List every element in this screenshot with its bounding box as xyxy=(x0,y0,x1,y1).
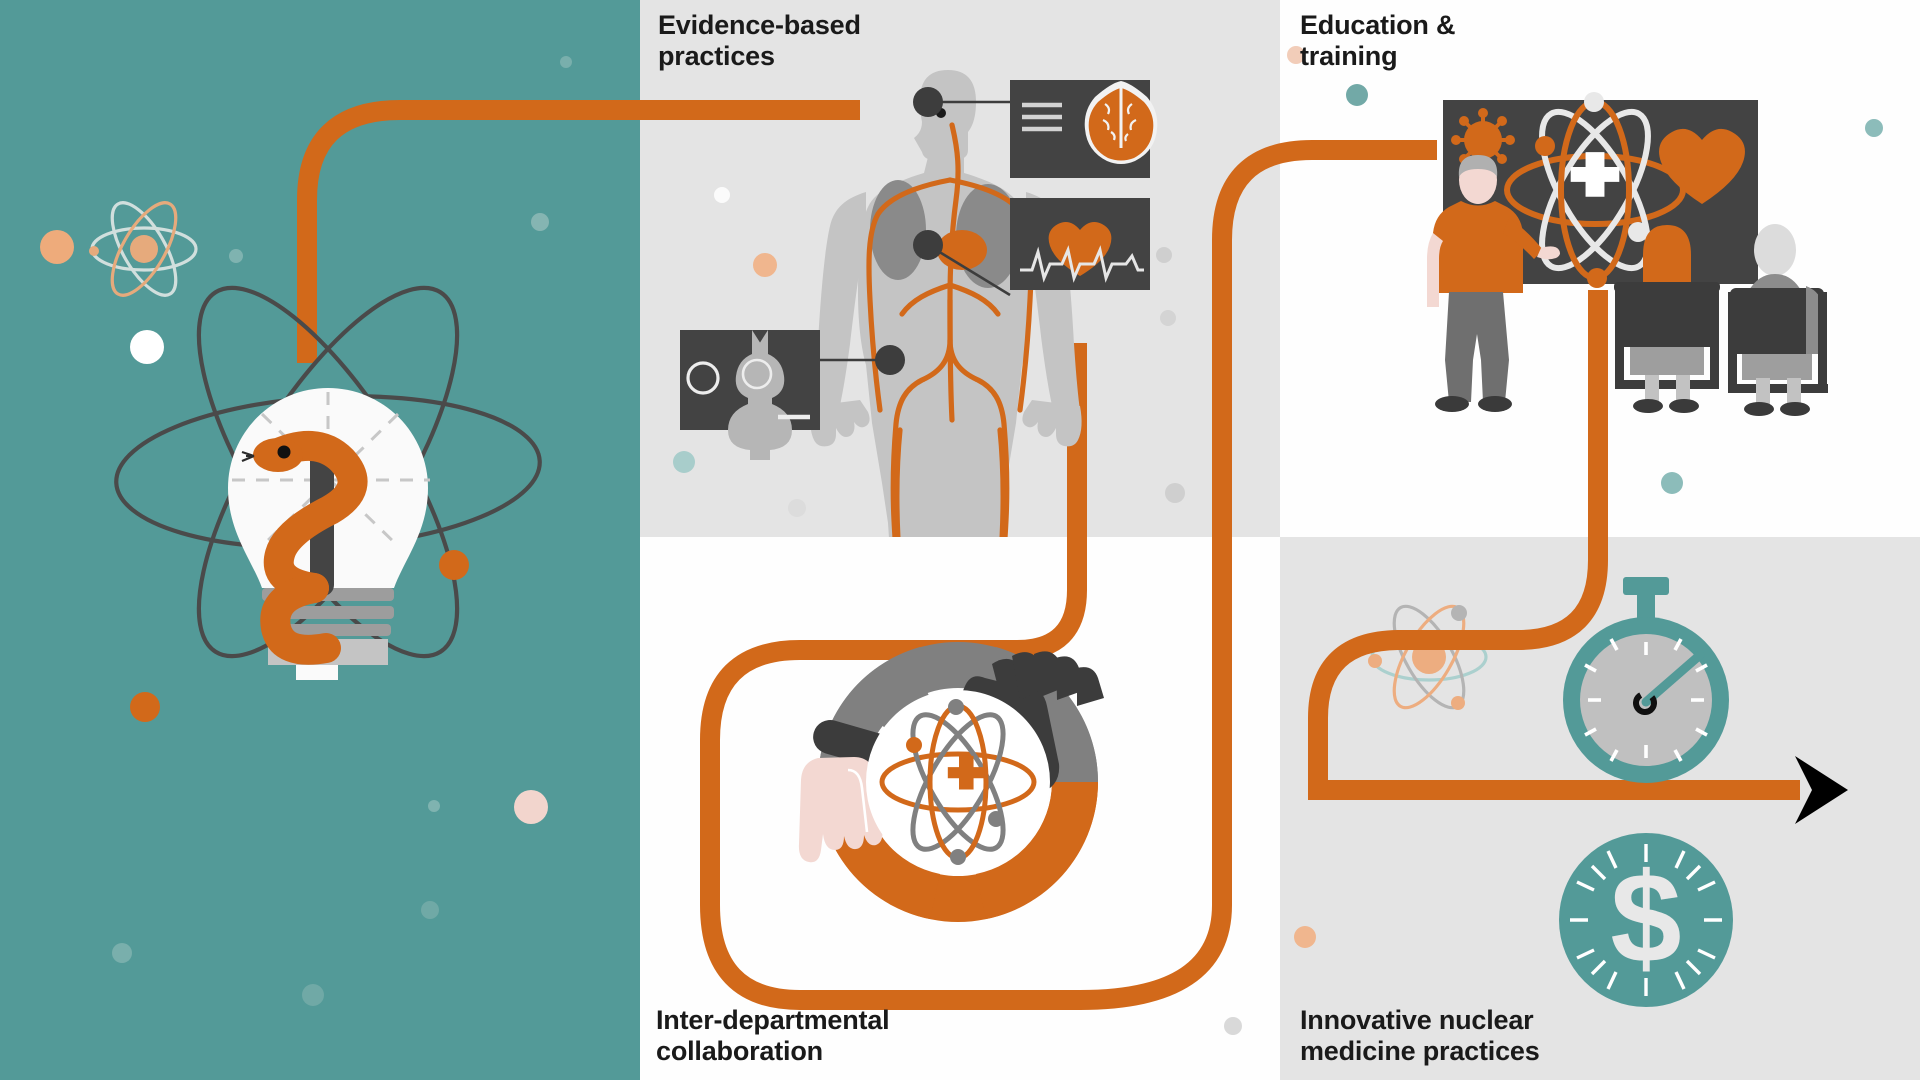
lightbulb-asclepius-icon xyxy=(114,285,542,722)
innovation-illustration: $ xyxy=(1559,577,1733,1007)
connector-collaboration-to-education xyxy=(1079,140,1437,1010)
callout-node-heart xyxy=(913,230,943,260)
decor-dot xyxy=(40,230,74,264)
education-illustration xyxy=(1427,92,1828,416)
decor-dot xyxy=(1865,119,1883,137)
student-figure-icon-1 xyxy=(1614,225,1720,413)
dollar-coin-icon: $ xyxy=(1559,833,1733,1007)
evidence-panel-label: Evidence-based practices xyxy=(658,10,861,72)
decor-dot xyxy=(1661,472,1683,494)
decor-dot xyxy=(1160,310,1176,326)
callout-node-knee xyxy=(875,345,905,375)
decorative-dots xyxy=(40,46,1883,1035)
decor-dot xyxy=(1294,926,1316,948)
arrow-right-icon xyxy=(1795,756,1848,824)
teacher-figure-icon xyxy=(1427,155,1560,412)
decor-dot xyxy=(1165,483,1185,503)
flow-connectors xyxy=(297,100,860,363)
decor-dot xyxy=(112,943,132,963)
decor-dot xyxy=(428,800,440,812)
atom-icon-source-bg xyxy=(89,201,198,297)
bone-xray-icon xyxy=(680,330,820,460)
decor-dot xyxy=(421,901,439,919)
callout-node-head xyxy=(913,87,943,117)
decor-dot xyxy=(560,56,572,68)
decor-dot xyxy=(1156,247,1172,263)
handshake-icon xyxy=(798,642,1104,922)
decor-dot xyxy=(514,790,548,824)
decor-dot xyxy=(229,249,243,263)
decor-dot xyxy=(1287,46,1305,64)
connector-evidence-to-collaboration xyxy=(700,343,1087,1010)
stopwatch-icon xyxy=(1563,577,1729,783)
decor-dot xyxy=(714,187,730,203)
innovation-panel-bg xyxy=(1280,537,1920,1080)
brain-scan-icon xyxy=(1010,80,1158,178)
serpent-tongue-icon xyxy=(241,450,255,463)
dollar-symbol: $ xyxy=(1610,847,1681,990)
decor-dot xyxy=(302,984,324,1006)
decor-dot xyxy=(1346,84,1368,106)
decor-dot xyxy=(1224,1017,1242,1035)
decor-dot xyxy=(531,213,549,231)
human-body-icon xyxy=(810,70,1082,537)
connector-bulb-to-evidence xyxy=(297,100,860,363)
decor-dot xyxy=(788,499,806,517)
atom-icon-collaboration xyxy=(879,699,1037,865)
virus-icon xyxy=(1451,108,1515,172)
education-panel-label: Education & training xyxy=(1300,10,1456,72)
decor-dot xyxy=(673,451,695,473)
heart-ecg-icon xyxy=(1010,198,1150,290)
evidence-illustration xyxy=(680,70,1158,537)
collaboration-panel-label: Inter-departmental collaboration xyxy=(656,1005,890,1067)
student-figure-icon-2 xyxy=(1728,224,1828,416)
connector-education-to-innovation xyxy=(1308,290,1800,800)
innovation-panel-label: Innovative nuclear medicine practices xyxy=(1300,1005,1540,1067)
decor-dot xyxy=(753,253,777,277)
